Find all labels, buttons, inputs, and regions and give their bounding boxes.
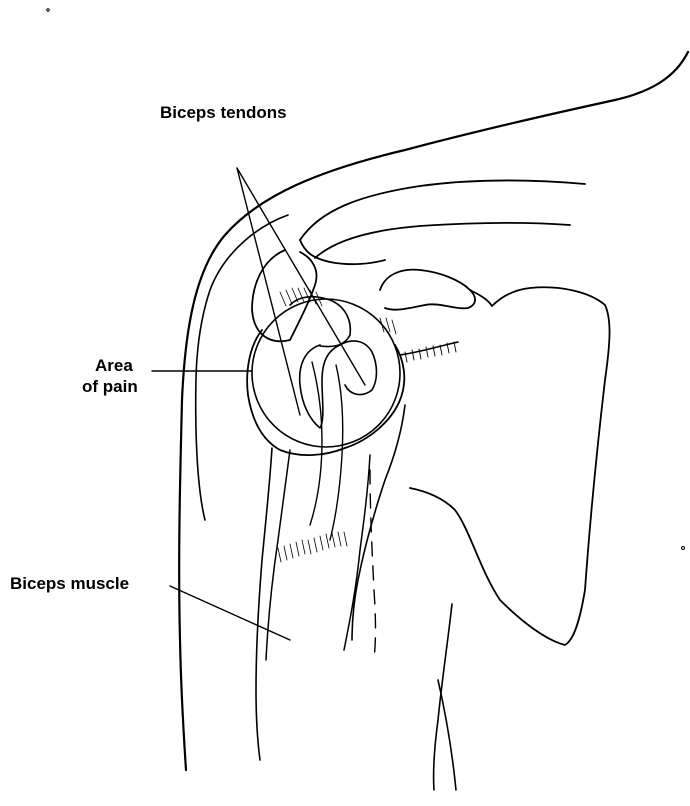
bicipital-groove	[340, 341, 377, 395]
dashed-contour	[370, 470, 376, 660]
speck	[682, 547, 685, 550]
neck-shoulder-outline	[179, 52, 688, 770]
torso-contour	[434, 604, 452, 790]
scapula-outline	[410, 287, 610, 645]
biceps-muscle-belly-right	[344, 455, 370, 650]
humeral-head	[247, 330, 404, 455]
lesser-tuberosity	[300, 345, 340, 428]
label-biceps-muscle: Biceps muscle	[10, 574, 129, 594]
clavicle-end	[300, 240, 385, 264]
label-area-of-pain-line1: Area	[95, 356, 133, 376]
clavicle-lower	[315, 223, 570, 258]
biceps-short-head-tendon	[310, 362, 322, 525]
coracoid-process	[380, 270, 475, 310]
area-of-pain-circle	[252, 299, 400, 447]
biceps-muscle-leader	[170, 586, 290, 640]
speck	[47, 9, 49, 11]
label-area-of-pain-line2: of pain	[82, 377, 138, 397]
humerus-shaft-right	[352, 405, 405, 640]
clavicle-upper	[300, 181, 585, 241]
label-biceps-tendons: Biceps tendons	[160, 103, 287, 123]
muscle-hatch	[278, 532, 347, 562]
